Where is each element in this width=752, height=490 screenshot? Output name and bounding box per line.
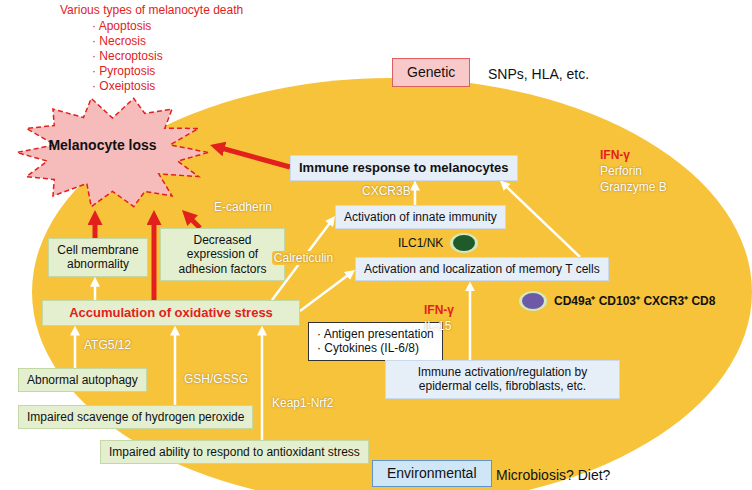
node-text: Immune response to melanocytes <box>299 160 509 176</box>
edge-label: CXCR3B <box>360 184 413 198</box>
process-box: Abnormal autophagy <box>18 368 147 392</box>
node-text: Impaired ability to respond to antioxida… <box>109 445 360 459</box>
cell-circle: ILC1/NK <box>398 232 479 254</box>
genetic-box: Genetic <box>392 58 470 87</box>
process-box: Impaired scavenge of hydrogen peroxide <box>18 405 253 429</box>
cell-body <box>522 293 544 309</box>
node-text: Accumulation of oxidative stress <box>51 305 291 321</box>
node-text: Impaired scavenge of hydrogen peroxide <box>27 410 244 424</box>
process-box: Decreased expression of adhesion factors <box>160 228 285 281</box>
death-type-label: · Necrosis <box>92 34 146 48</box>
edge-label: E-cadherin <box>212 200 274 214</box>
node-text: Decreased expression of adhesion factors <box>169 233 276 276</box>
edge-label: Calreticulin <box>272 251 335 265</box>
node-text: Melanocyte loss <box>48 137 156 154</box>
cell-halo <box>450 233 478 253</box>
process-box: Immune activation/regulation by epiderma… <box>385 360 620 399</box>
annotation-label: IFN-γ <box>600 148 630 162</box>
cell-label: ILC1/NK <box>398 236 443 250</box>
death-type-label: · Pyroptosis <box>92 64 155 78</box>
death-type-label: Various types of melanocyte death <box>60 3 243 17</box>
white-arrow <box>506 186 580 257</box>
annotation-label: IFN-γ <box>424 303 454 317</box>
node-text: Immune activation/regulation by epiderma… <box>394 365 611 394</box>
cell-circle: CD49a⁺ CD103⁺ CXCR3⁺ CD8 <box>518 290 715 312</box>
white-arrow <box>414 189 417 205</box>
node-text: Activation and localization of memory T … <box>364 262 600 276</box>
loss-star: Melanocyte loss <box>15 95 210 210</box>
node-text: · Antigen presentation <box>317 327 434 341</box>
node-text: Activation of innate immunity <box>344 210 497 224</box>
red-arrow <box>190 218 200 228</box>
annotation-label: IL-15 <box>424 319 451 333</box>
edge-label: Keap1-Nrf2 <box>270 396 335 410</box>
process-box: Accumulation of oxidative stress <box>42 300 300 326</box>
annotation-label: Granzyme B <box>600 180 667 194</box>
cell-body <box>453 235 475 251</box>
white-arrow <box>74 334 77 368</box>
white-arrow <box>174 334 177 405</box>
cell-halo <box>519 291 547 311</box>
star-shape <box>17 98 208 206</box>
death-type-label: · Apoptosis <box>92 19 151 33</box>
white-arrow <box>300 275 349 311</box>
cell-circle-shape <box>449 232 479 254</box>
annotation-label: Microbiosis? Diet? <box>496 467 610 484</box>
process-box: Activation of innate immunity <box>335 205 506 229</box>
annotation-label: Perforin <box>600 164 642 178</box>
edge-label: GSH/GSSG <box>182 372 250 386</box>
cell-circle-shape <box>518 290 548 312</box>
red-arrow <box>222 148 290 167</box>
edge-label: ATG5/12 <box>82 338 133 352</box>
white-arrow <box>261 334 264 440</box>
node-text: Environmental <box>387 465 477 482</box>
death-type-label: · Oxeiptosis <box>92 79 155 93</box>
red-arrow <box>93 222 98 238</box>
process-box: Immune response to melanocytes <box>290 155 518 181</box>
node-text: · Cytokines (IL-6/8) <box>317 341 434 355</box>
annotation-label: SNPs, HLA, etc. <box>488 66 589 83</box>
note-box: · Antigen presentation· Cytokines (IL-6/… <box>308 322 443 361</box>
node-text: Genetic <box>407 64 455 81</box>
process-box: Impaired ability to respond to antioxida… <box>100 440 369 464</box>
process-box: Activation and localization of memory T … <box>355 257 609 281</box>
process-box: Cell membrane abnormality <box>48 238 148 277</box>
node-text: Abnormal autophagy <box>27 373 138 387</box>
death-type-label: · Necroptosis <box>92 49 163 63</box>
red-arrow <box>152 222 157 300</box>
node-text: Cell membrane abnormality <box>57 243 139 272</box>
white-arrow <box>469 289 472 360</box>
white-arrow <box>94 285 97 300</box>
environment-box: Environmental <box>372 460 492 487</box>
cell-label: CD49a⁺ CD103⁺ CXCR3⁺ CD8 <box>554 294 715 308</box>
